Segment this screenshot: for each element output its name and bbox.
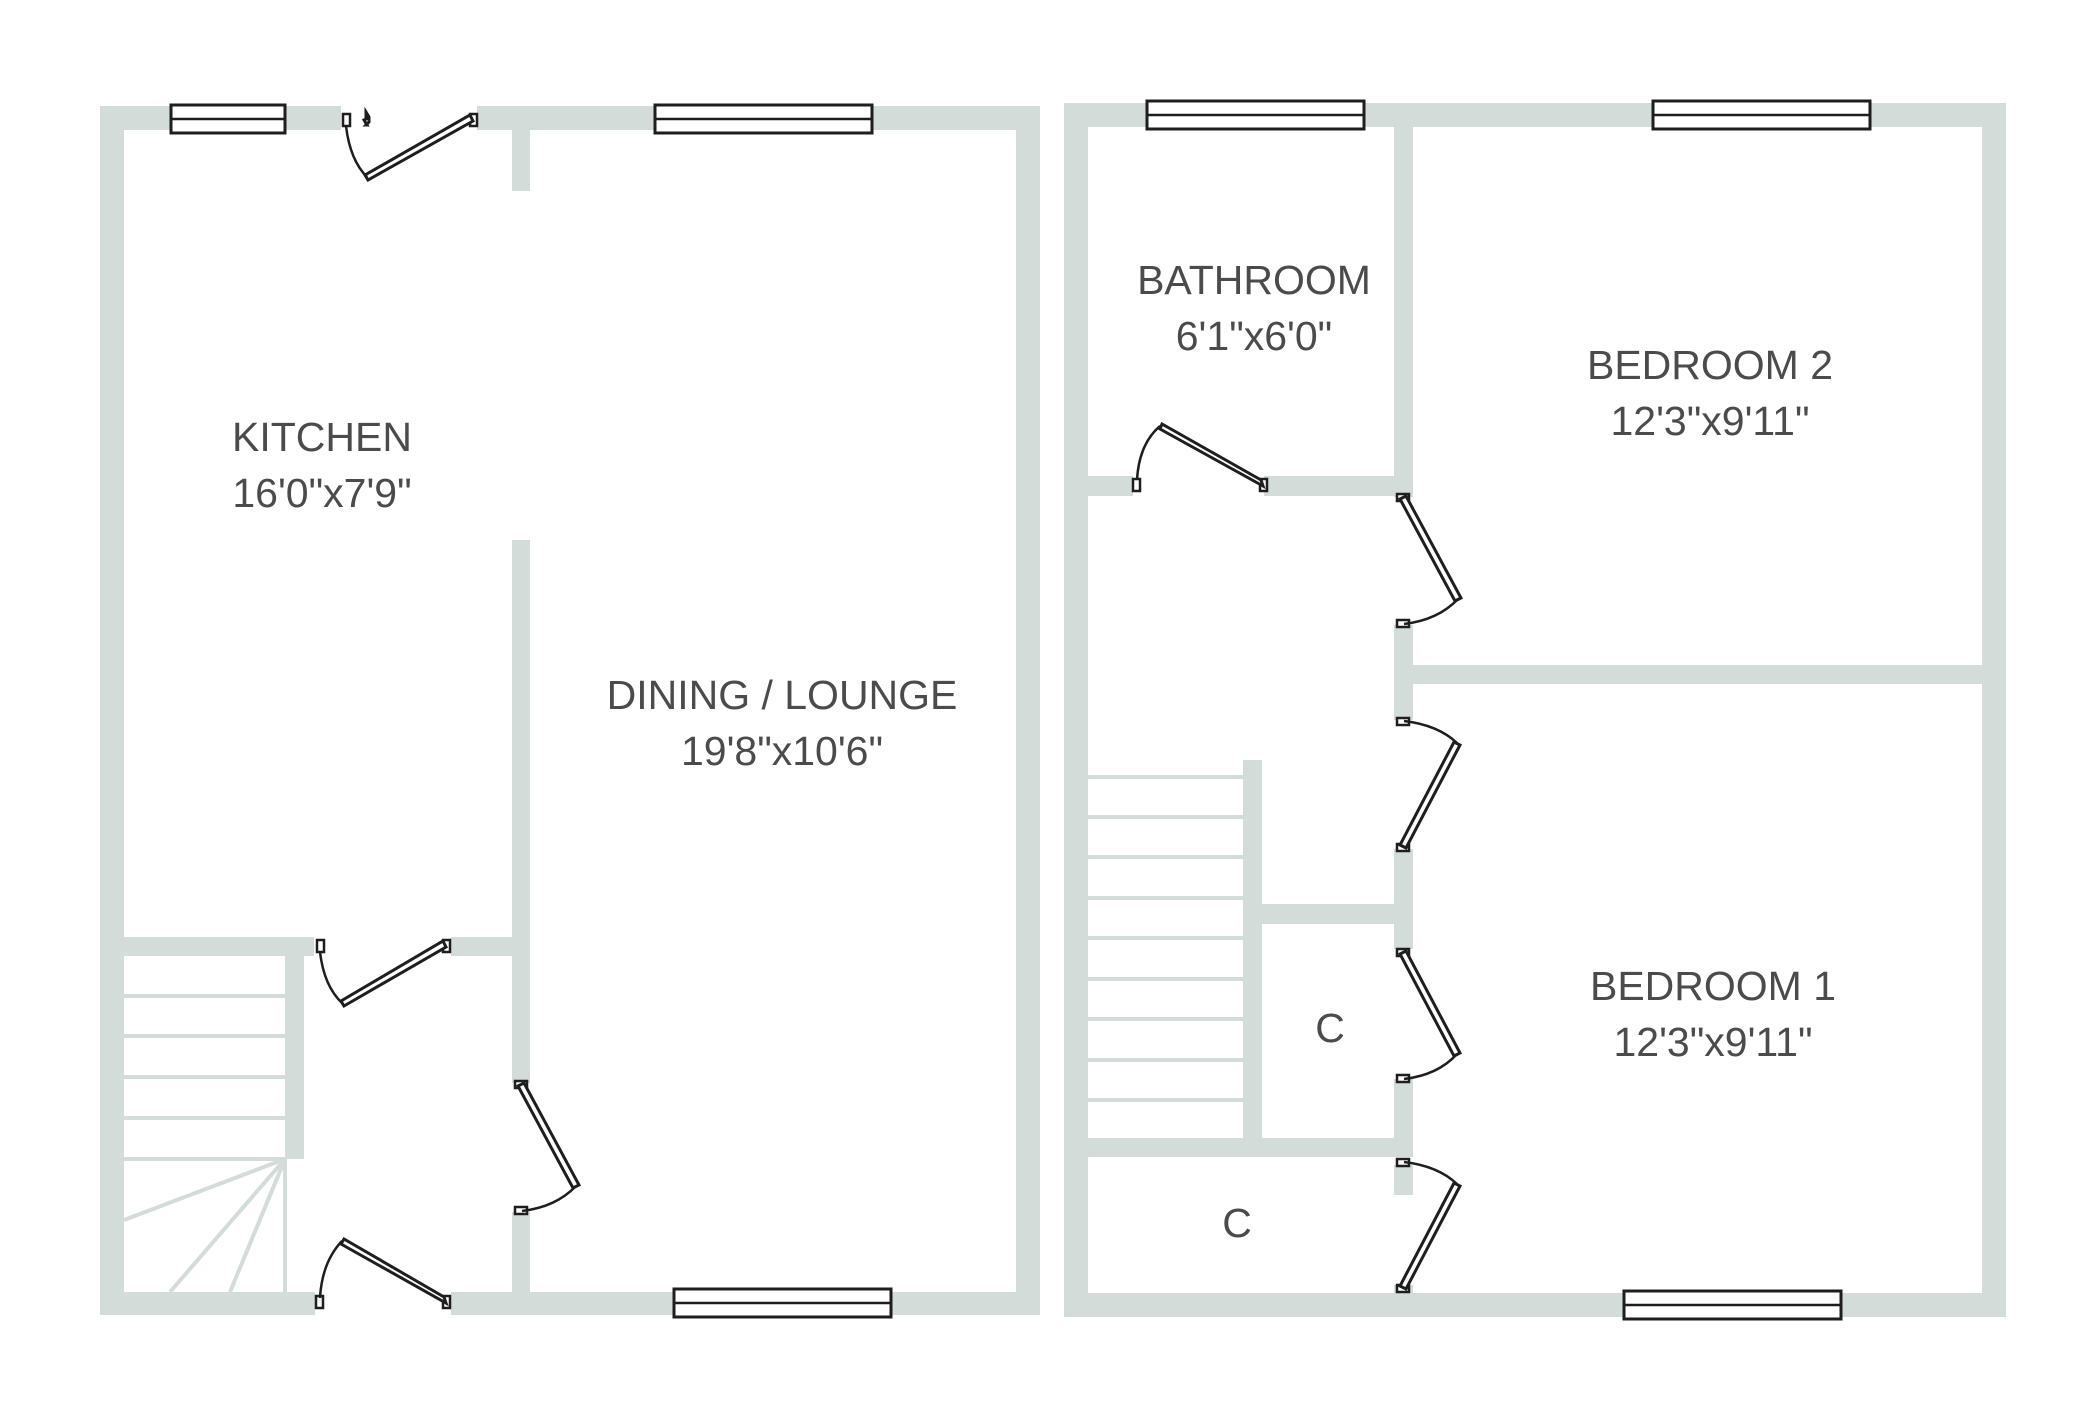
room-label-bathroom: BATHROOM 6'1"x6'0" xyxy=(1137,252,1371,364)
room-name: BEDROOM 1 xyxy=(1589,963,1837,1009)
room-name: C xyxy=(1222,1200,1252,1246)
room-name: BATHROOM xyxy=(1137,257,1371,303)
ground-floor-doors xyxy=(314,106,582,1310)
ground-floor-stairs xyxy=(123,994,287,1294)
room-label-dining-lounge: DINING / LOUNGE 19'8"x10'6" xyxy=(607,667,958,779)
room-label-bedroom-2: BEDROOM 2 12'3"x9'11" xyxy=(1587,337,1833,449)
room-name: DINING / LOUNGE xyxy=(606,672,958,718)
room-size: 19'8"x10'6" xyxy=(680,728,884,774)
room-size: 16'0"x7'9" xyxy=(232,470,412,516)
first-floor-stairs xyxy=(1088,775,1243,1102)
ground-floor-windows xyxy=(169,103,893,1319)
room-name: C xyxy=(1315,1005,1345,1051)
room-label-cupboard-2: C xyxy=(1222,1195,1252,1251)
room-size: 12'3"x9'11" xyxy=(1610,398,1810,444)
room-size: 6'1"x6'0" xyxy=(1175,313,1333,359)
room-name: BEDROOM 2 xyxy=(1586,342,1834,388)
first-floor-windows xyxy=(1145,99,1872,1321)
room-label-bedroom-1: BEDROOM 1 12'3"x9'11" xyxy=(1590,958,1836,1070)
room-label-cupboard-1: C xyxy=(1315,1000,1345,1056)
first-floor-walls xyxy=(1064,103,2006,1317)
first-floor-doors xyxy=(1131,421,1464,1294)
room-size: 12'3"x9'11" xyxy=(1613,1019,1813,1065)
room-name: KITCHEN xyxy=(232,414,412,460)
room-label-kitchen: KITCHEN 16'0"x7'9" xyxy=(232,409,412,521)
